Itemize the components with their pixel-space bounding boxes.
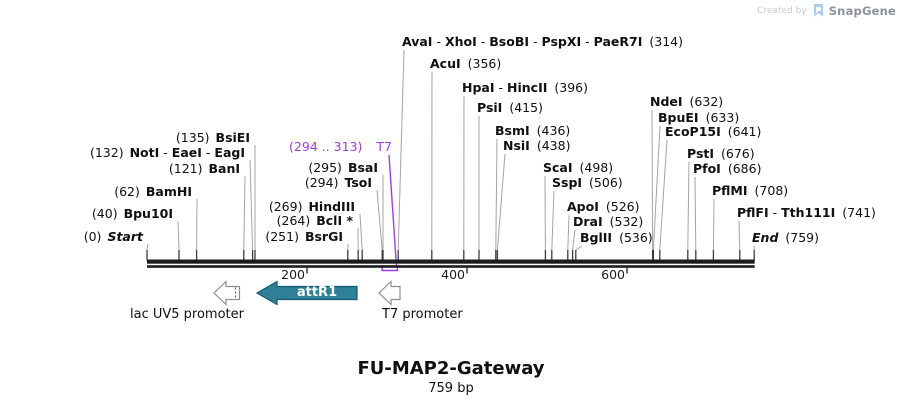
sequence-line-bottom[interactable] [147,265,755,268]
site-leader-line [572,229,576,251]
site-label-nsii[interactable]: NsiI(438) [503,138,571,153]
site-leader-line [397,49,405,251]
site-label-hpai[interactable]: HpaI-HincII(396) [462,80,588,95]
site-leader-line [567,214,570,251]
site-leader-line [694,176,697,251]
site-leader-line [359,213,363,251]
site-leader-line [659,139,668,251]
site-leader-line [652,125,661,251]
snapgene-logo-icon [812,4,823,17]
site-label-bsmi[interactable]: BsmI(436) [495,123,571,138]
brand-name: SnapGene [828,4,896,18]
site-label-ecop15i[interactable]: EcoP15I(641) [665,124,762,139]
site-label-psii[interactable]: PsiI(415) [477,100,543,115]
ruler-number: 400 [441,266,465,282]
t7-region-label[interactable]: (294 .. 313)T7 [289,139,392,154]
sequence-line-top[interactable] [147,259,755,264]
site-label-tsoi[interactable]: (294)TsoI [304,175,372,190]
site-label-pflfi[interactable]: PflFI-Tth111I(741) [737,205,876,220]
ruler-number: 200 [281,266,305,282]
site-leader-line [575,245,583,251]
site-label-acui[interactable]: AcuI(356) [430,56,502,71]
site-leader-line [496,153,506,251]
site-label-bamhi[interactable]: (62)BamHI [114,184,192,199]
site-label-bsiei[interactable]: (135)BsiEI [175,130,250,145]
feature-arrow-attr1[interactable] [255,280,358,306]
branding: Created by SnapGene [757,4,896,18]
site-label-ndei[interactable]: NdeI(632) [650,94,724,109]
site-leader-line [495,138,498,251]
feature-label-attr1[interactable]: attR1 [296,285,338,300]
site-label-scai[interactable]: ScaI(498) [543,160,614,175]
site-leader-line [551,190,555,251]
site-label-sspi[interactable]: SspI(506) [552,175,623,190]
site-label-end[interactable]: End(759) [752,230,820,245]
t7-region-leader-line [388,154,398,266]
site-label-apoi[interactable]: ApoI(526) [567,199,640,214]
site-label-psti[interactable]: PstI(676) [687,146,755,161]
site-label-bglii[interactable]: BglII(536) [580,230,653,245]
site-label-noti[interactable]: (132)NotI-EaeI-EagI [89,145,245,160]
site-label-pflmi[interactable]: PflMI(708) [712,183,789,198]
feature-arrow-t7-promoter[interactable] [378,280,401,306]
site-label-bsrgi[interactable]: (251)BsrGI [265,229,343,244]
site-label-start[interactable]: (0)Start [83,229,143,244]
site-label-bpuei[interactable]: BpuEI(633) [658,110,740,125]
site-label-bcli[interactable]: (264)BclI * [276,213,353,228]
site-leader-line [146,243,149,251]
site-leader-line [738,220,741,251]
site-label-hindiii[interactable]: (269)HindIII [268,199,355,214]
site-label-pfoi[interactable]: PfoI(686) [693,161,762,176]
plasmid-name: FU-MAP2-Gateway [357,358,545,379]
site-leader-line [249,159,254,251]
site-label-bpu10i[interactable]: (40)Bpu10I [91,206,173,221]
site-label-bsai[interactable]: (295)BsaI [308,160,378,175]
site-label-drai[interactable]: DraI(532) [573,214,644,229]
site-leader-line [712,198,715,251]
created-by-text: Created by [757,6,807,16]
site-leader-line [687,161,690,251]
feature-arrow-lac-uv5-promoter[interactable] [213,280,241,306]
site-label-bani[interactable]: (121)BanI [168,161,240,176]
site-label-avai[interactable]: AvaI-XhoI-BsoBI-PspXI-PaeR7I(314) [402,34,684,49]
ruler-number: 600 [601,266,625,282]
site-leader-line [243,175,246,251]
site-leader-line [651,109,654,251]
feature-label-t7-promoter[interactable]: T7 promoter [382,307,463,322]
site-leader-line [376,189,383,251]
feature-label-lac-uv5-promoter[interactable]: lac UV5 promoter [130,307,244,322]
title-block: FU-MAP2-Gateway 759 bp [0,358,902,396]
plasmid-length: 759 bp [428,381,474,396]
site-leader-line [177,220,180,251]
